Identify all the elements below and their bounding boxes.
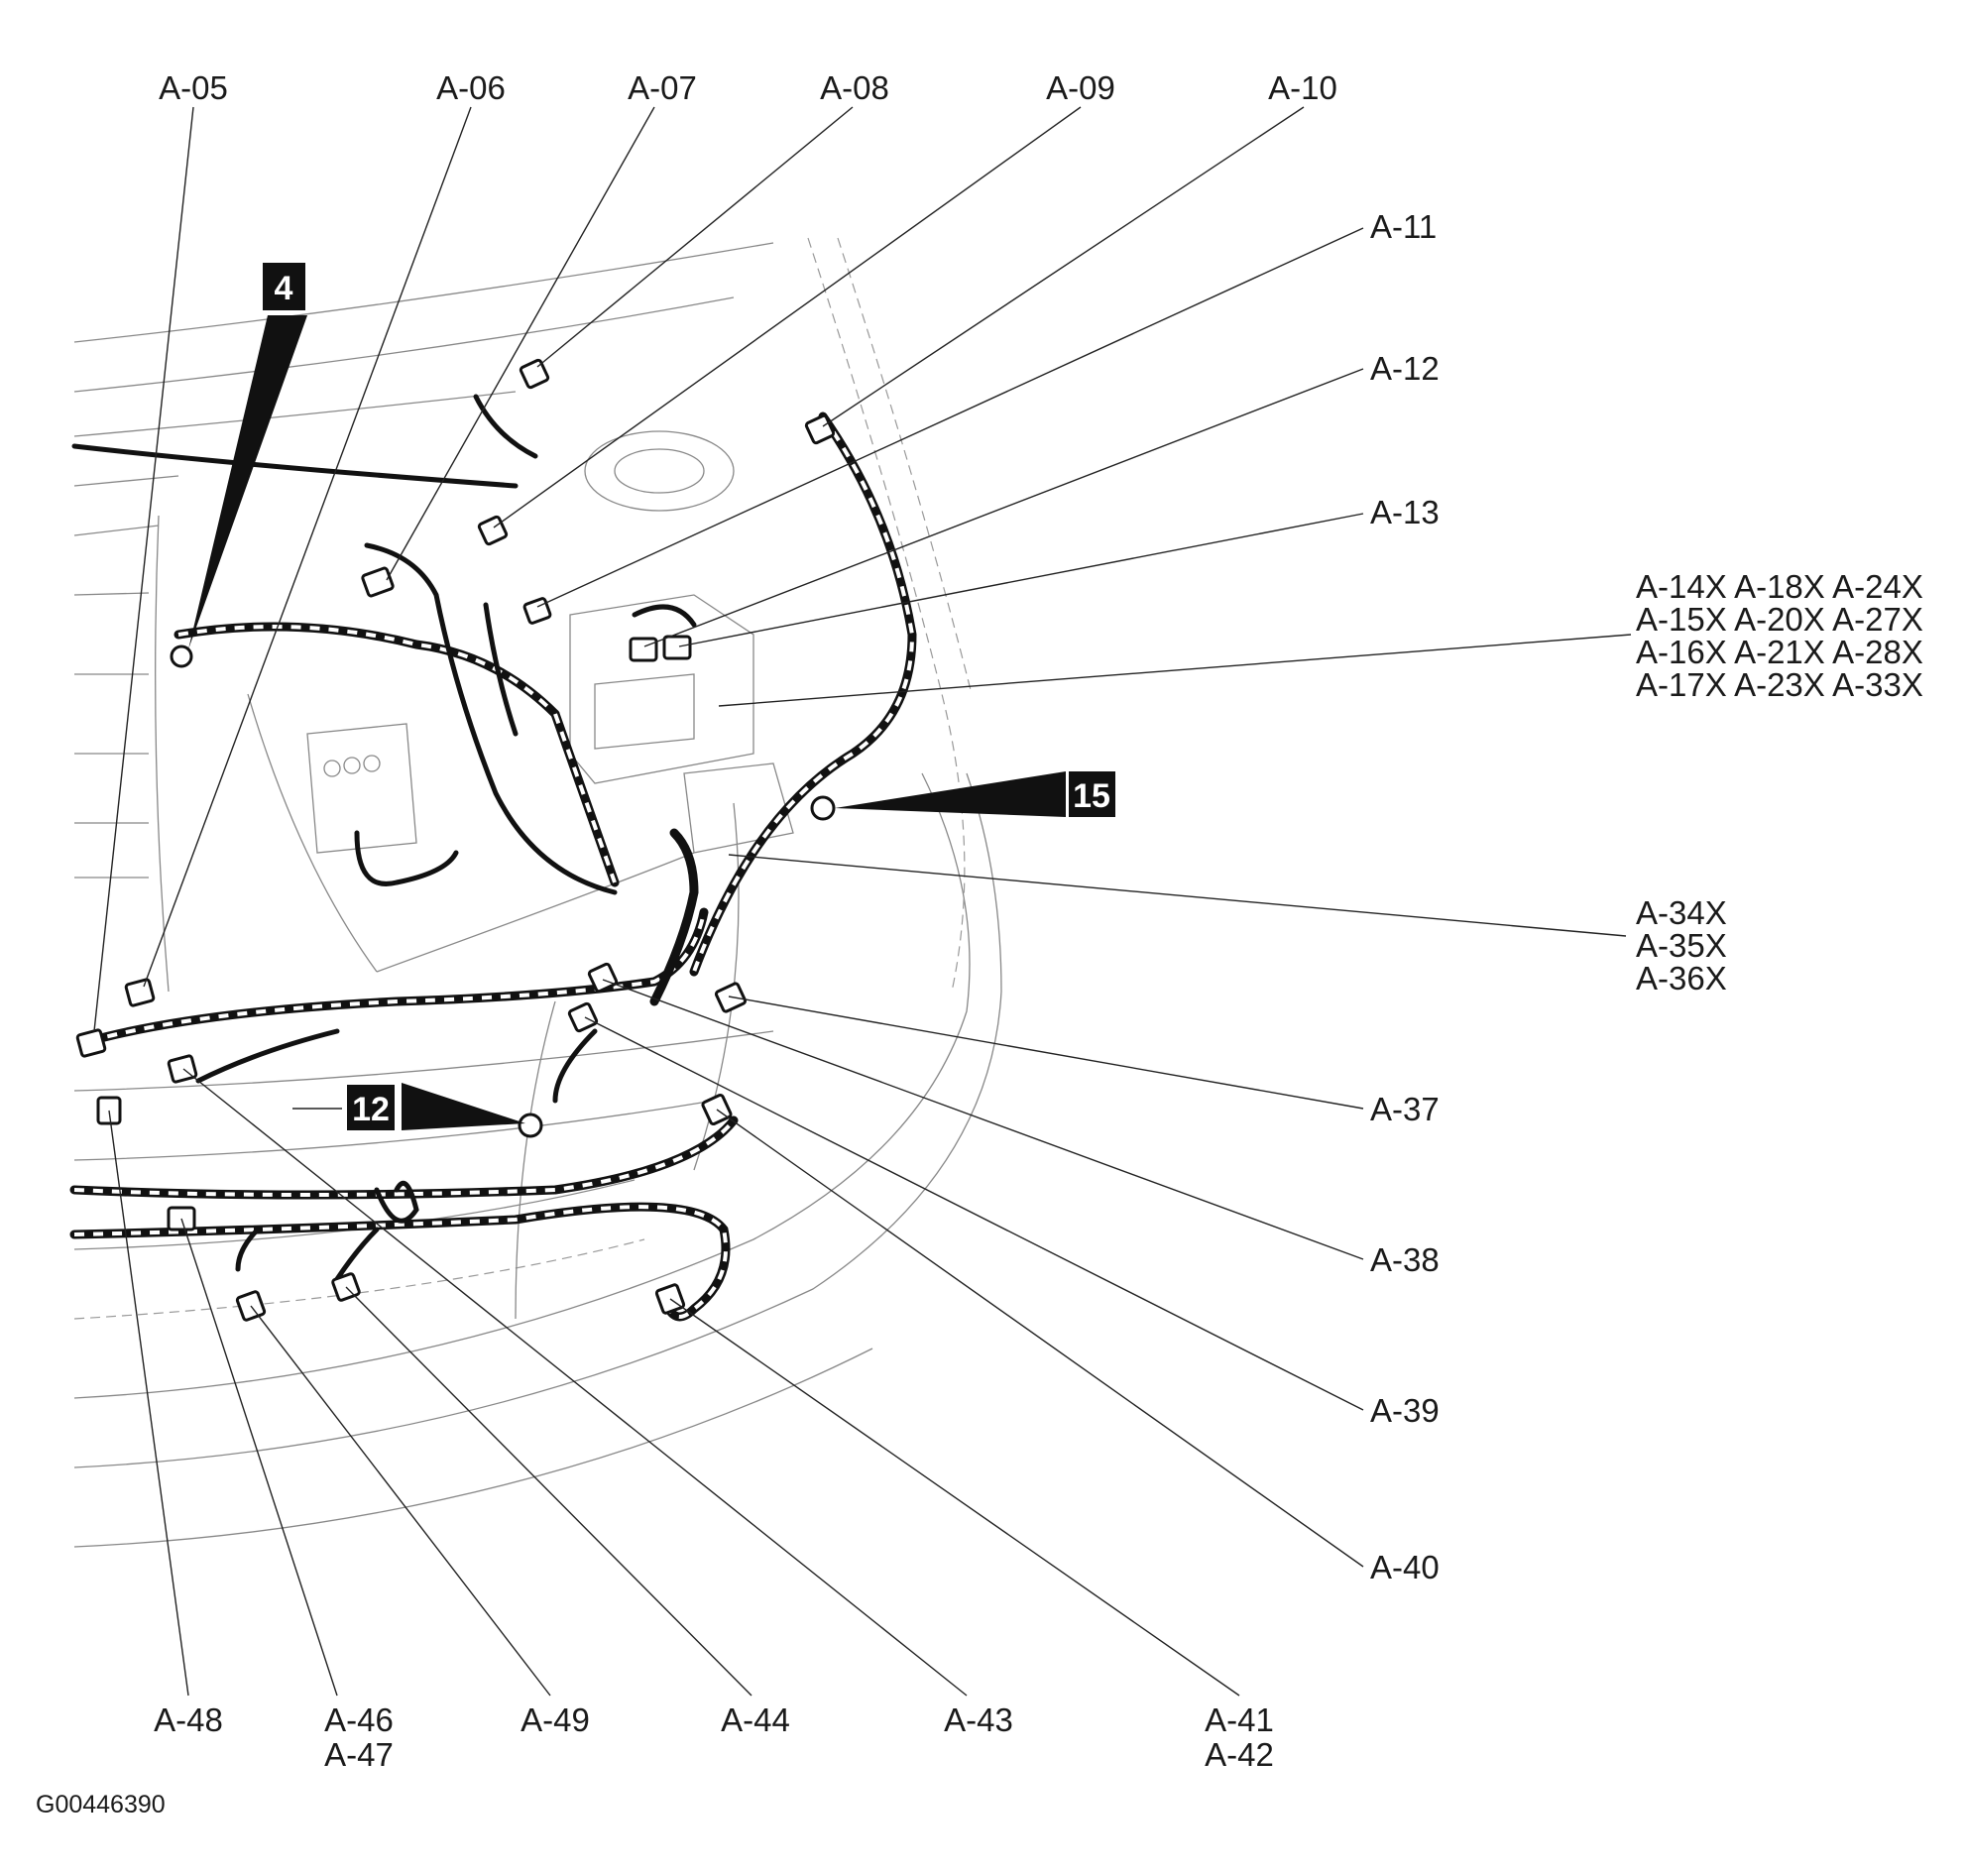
callout-a41: A-41 [1205, 1701, 1274, 1738]
marker-12-box [347, 1085, 395, 1130]
callout-a46: A-46 [324, 1701, 394, 1738]
callout-a48: A-48 [154, 1701, 223, 1738]
figure-code: G00446390 [36, 1791, 166, 1818]
marker-15-label: 15 [1073, 777, 1110, 815]
callout-a37: A-37 [1370, 1091, 1440, 1127]
marker-15-pointer [835, 771, 1066, 817]
callout-group-x-row4: A-17X A-23X A-33X [1636, 666, 1923, 703]
vehicle-body-outline [73, 237, 1002, 1548]
marker-4: 4 [263, 263, 305, 310]
callout-group-x-row3: A-16X A-21X A-28X [1636, 634, 1923, 670]
callout-a35x: A-35X [1636, 927, 1727, 964]
marker-15: 15 [1069, 771, 1115, 817]
callouts-right: A-11 A-12 A-13 A-14X A-18X A-24X A-15X A… [1370, 208, 1923, 1585]
leader-lines [93, 106, 1632, 1697]
callout-a07: A-07 [628, 69, 697, 106]
callout-group-x-row1: A-14X A-18X A-24X [1636, 568, 1923, 605]
callouts-bottom: A-48 A-46 A-47 A-49 A-44 A-43 A-41 A-42 [154, 1701, 1274, 1773]
callout-a42: A-42 [1205, 1736, 1274, 1773]
callout-a09: A-09 [1046, 69, 1115, 106]
callout-a34x: A-34X [1636, 894, 1727, 931]
marker-12-label: 12 [352, 1091, 390, 1128]
callout-a39: A-39 [1370, 1392, 1440, 1429]
callout-a06: A-06 [436, 69, 506, 106]
callout-a38: A-38 [1370, 1241, 1440, 1278]
callout-a43: A-43 [944, 1701, 1013, 1738]
callout-a49: A-49 [520, 1701, 590, 1738]
callout-a36x: A-36X [1636, 960, 1727, 997]
marker-4-pointer [188, 315, 307, 649]
callout-group-x-row2: A-15X A-20X A-27X [1636, 601, 1923, 638]
callout-a10: A-10 [1268, 69, 1337, 106]
marker-4-label: 4 [275, 270, 293, 307]
callouts-top: A-05 A-06 A-07 A-08 A-09 A-10 [159, 69, 1337, 106]
callout-a13: A-13 [1370, 494, 1440, 530]
callout-a40: A-40 [1370, 1549, 1440, 1585]
callout-a08: A-08 [820, 69, 889, 106]
callout-a47: A-47 [324, 1736, 394, 1773]
marker-15-box [1069, 771, 1115, 817]
callout-a44: A-44 [721, 1701, 790, 1738]
marker-12-pointer [402, 1083, 525, 1130]
wiring-harness [69, 394, 917, 1322]
callout-a12: A-12 [1370, 350, 1440, 387]
marker-12: 12 [347, 1085, 395, 1130]
callout-a11: A-11 [1370, 208, 1437, 245]
marker-4-box [263, 263, 305, 310]
connectors [75, 358, 836, 1322]
callout-a05: A-05 [159, 69, 228, 106]
